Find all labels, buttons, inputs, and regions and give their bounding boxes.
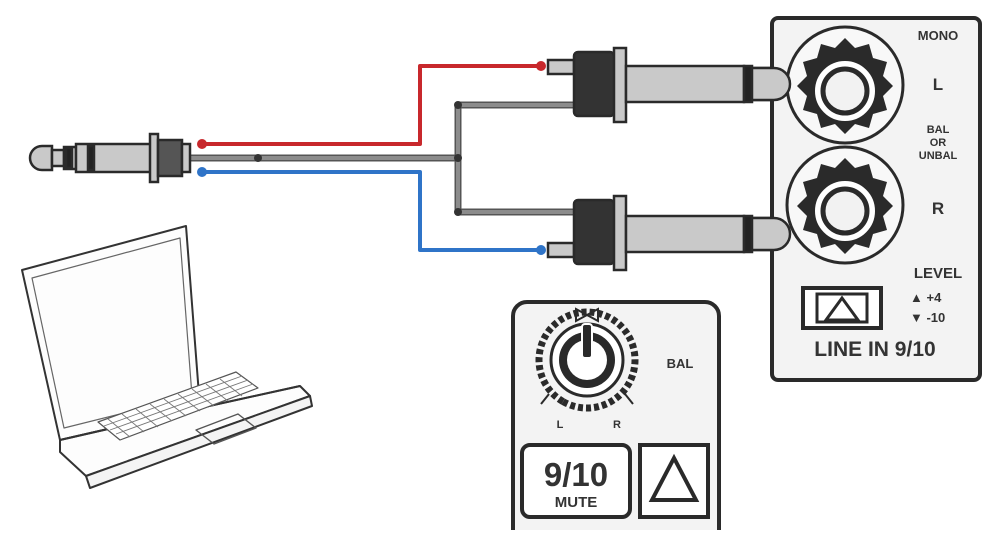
knob-icon[interactable] [521,294,652,425]
level-plus-label: ▲ +4 [910,290,942,305]
left-channel-wire [200,64,545,146]
mixer-level-switch[interactable] [638,443,710,519]
mute-channel-label: 9/10 [544,456,608,493]
bal-label: BAL [927,124,950,136]
blue-dot-tip [197,167,207,177]
plug-tip-right [750,216,792,252]
jack-socket-icon-left[interactable] [785,25,905,145]
jack-socket-icon-right[interactable] [785,145,905,265]
ground-wire-fill [185,103,580,160]
red-dot-tip [197,139,207,149]
ground-junction [454,154,462,162]
mute-button[interactable]: 9/10 MUTE [520,443,632,519]
plug-tip-left [750,66,792,102]
right-channel-wire [200,170,545,252]
bowtie-center-icon [575,307,599,323]
mono-label: MONO [918,28,958,43]
wires [185,61,580,255]
blue-dot-plug [536,245,546,255]
ground-dot-left [254,154,262,162]
level-minus-label: ▼ -10 [910,310,945,325]
line-in-label: LINE IN 9/10 [814,338,935,361]
ground-wire-branch [454,158,580,216]
ground-wire [185,101,580,162]
laptop-icon [21,225,313,489]
or-label: OR [930,137,947,149]
knob-right-label: R [613,419,621,431]
mixer-triangle-icon [648,453,700,502]
mixer-channel-panel: L R BAL 9/10 MUTE [511,294,721,530]
left-input-label: L [933,75,943,94]
line-in-panel: MONO L BAL OR UNBAL R LEVEL ▲ +4 ▼ -10 L… [750,16,982,382]
knob-left-label: L [557,419,564,431]
ground-dot-bottom [454,208,462,216]
red-dot-plug [536,61,546,71]
ground-dot-top [454,101,462,109]
right-input-label: R [932,199,944,218]
trs-plug-icon [28,132,192,184]
unbal-label: UNBAL [919,150,958,162]
level-label: LEVEL [914,265,962,282]
triangle-level-icon [823,295,861,322]
mute-label: MUTE [555,494,598,511]
level-switch[interactable] [801,286,883,330]
ground-wire-branch-fill [456,158,580,214]
mixer-bal-label: BAL [667,356,694,371]
